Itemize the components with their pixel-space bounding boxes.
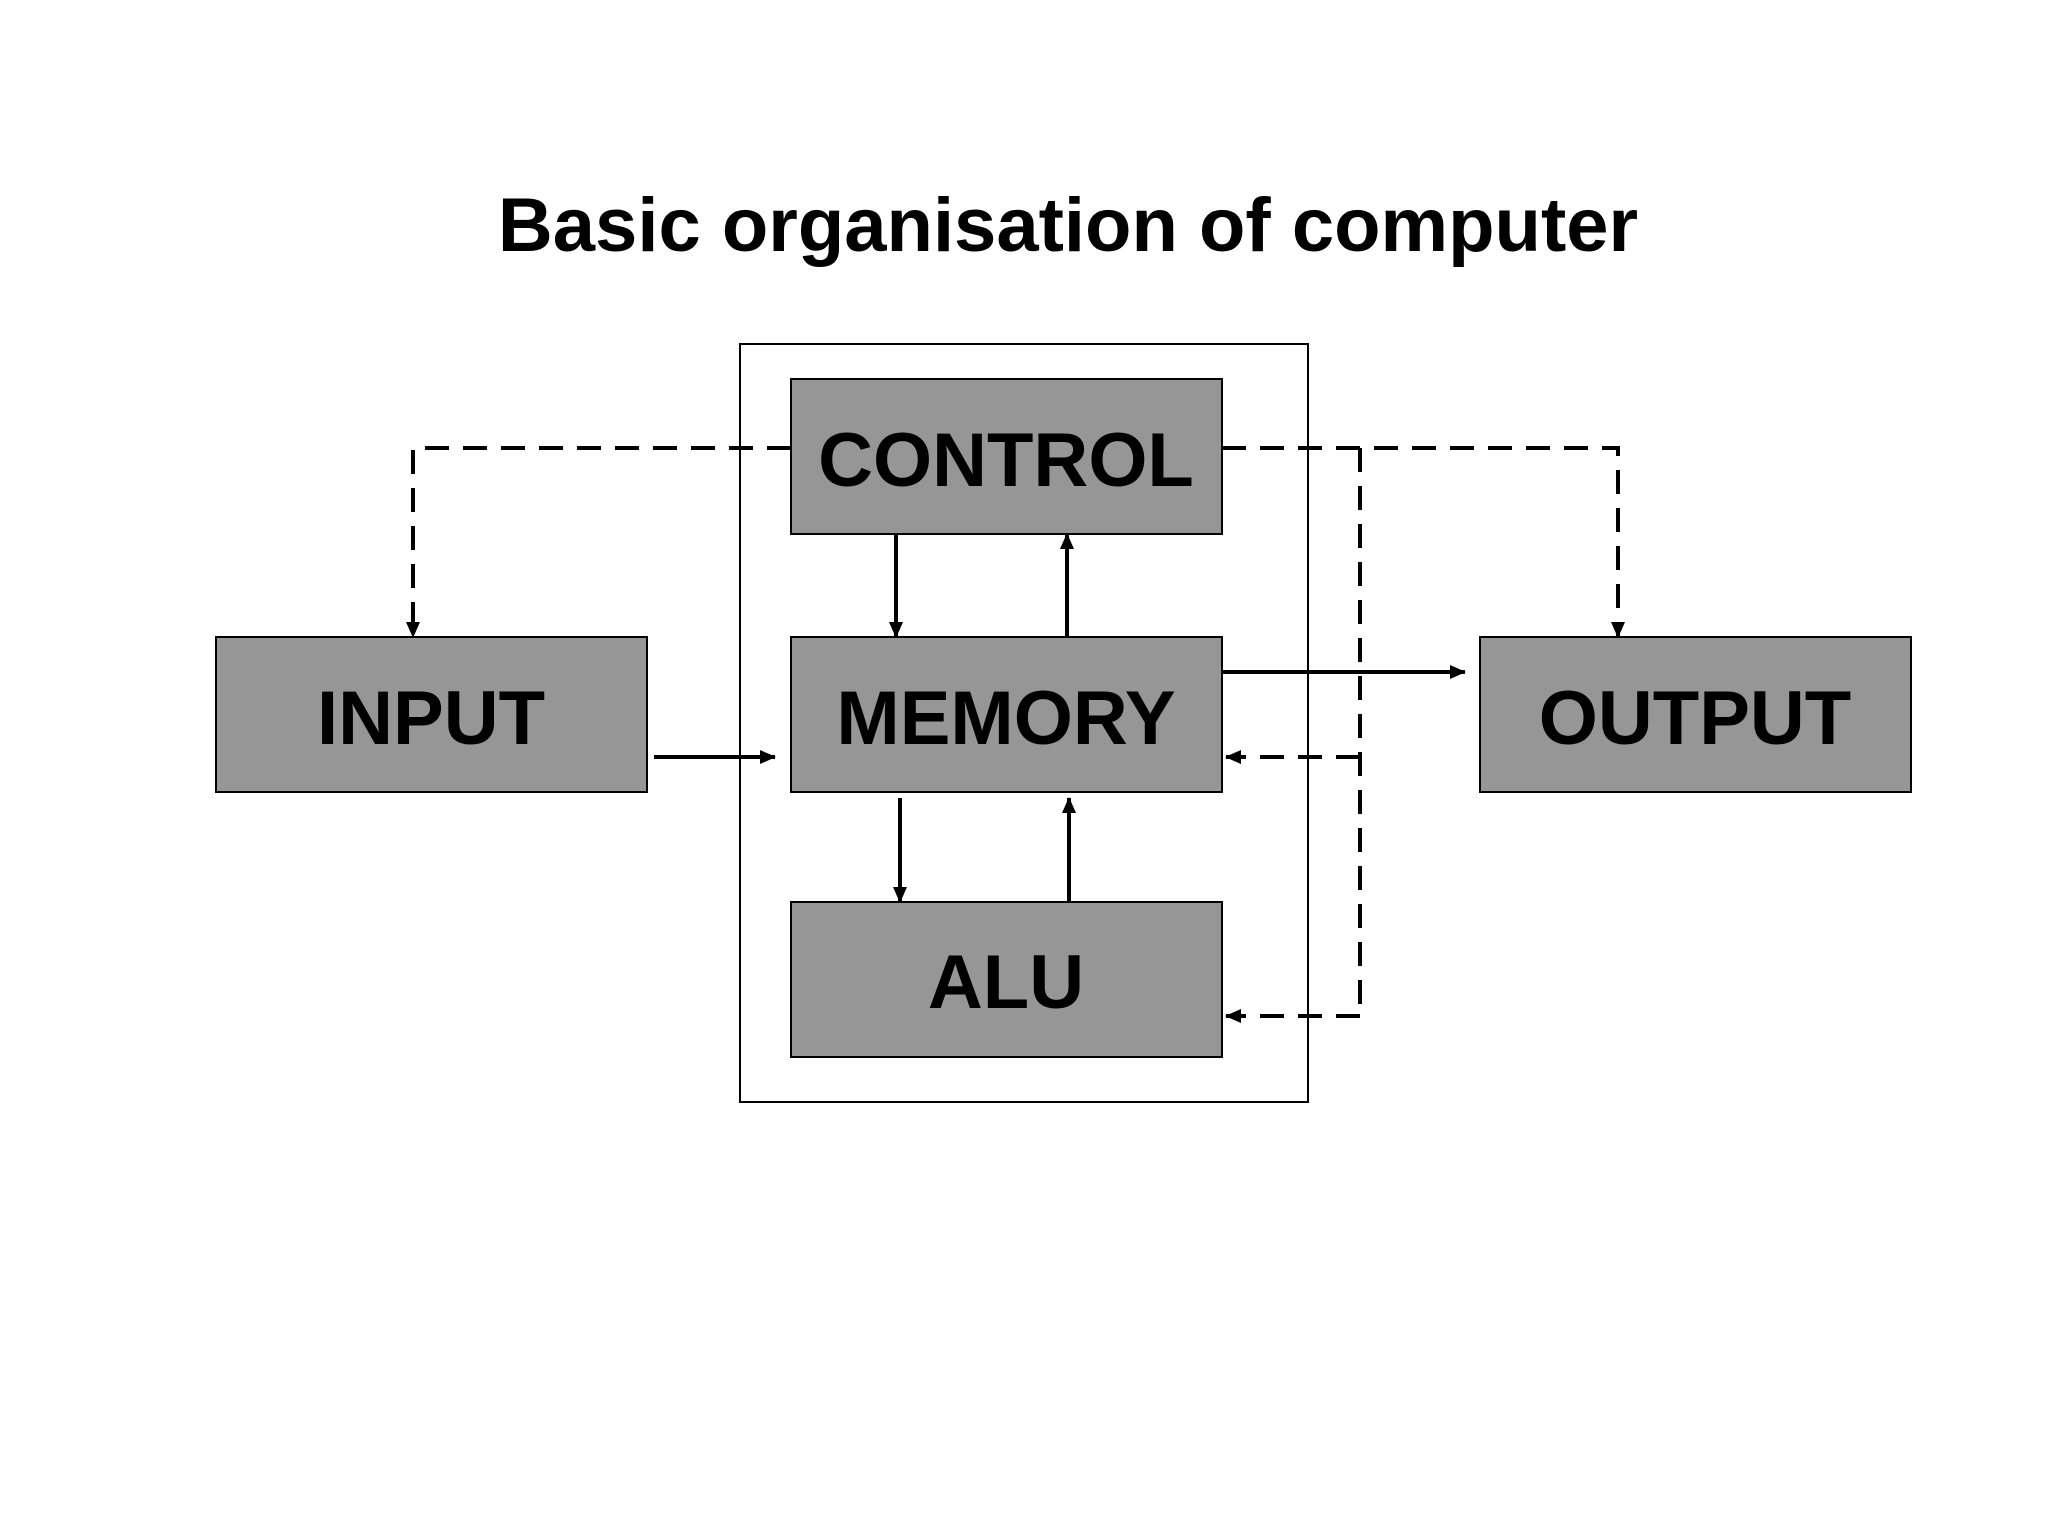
memory-block: MEMORY	[790, 636, 1223, 793]
control-block: CONTROL	[790, 378, 1223, 535]
page-title: Basic organisation of computer	[497, 183, 1639, 268]
control-label: CONTROL	[818, 418, 1194, 503]
alu-label: ALU	[928, 940, 1084, 1025]
output-block: OUTPUT	[1479, 636, 1912, 793]
output-label: OUTPUT	[1539, 676, 1851, 761]
control-to-input-dashed-line	[406, 446, 791, 638]
input-label: INPUT	[317, 676, 545, 761]
alu-block: ALU	[790, 901, 1223, 1058]
memory-label: MEMORY	[836, 676, 1175, 761]
input-block: INPUT	[215, 636, 648, 793]
cpu-enclosure	[739, 343, 1309, 1103]
control-to-output-dashed-line	[1222, 446, 1625, 638]
